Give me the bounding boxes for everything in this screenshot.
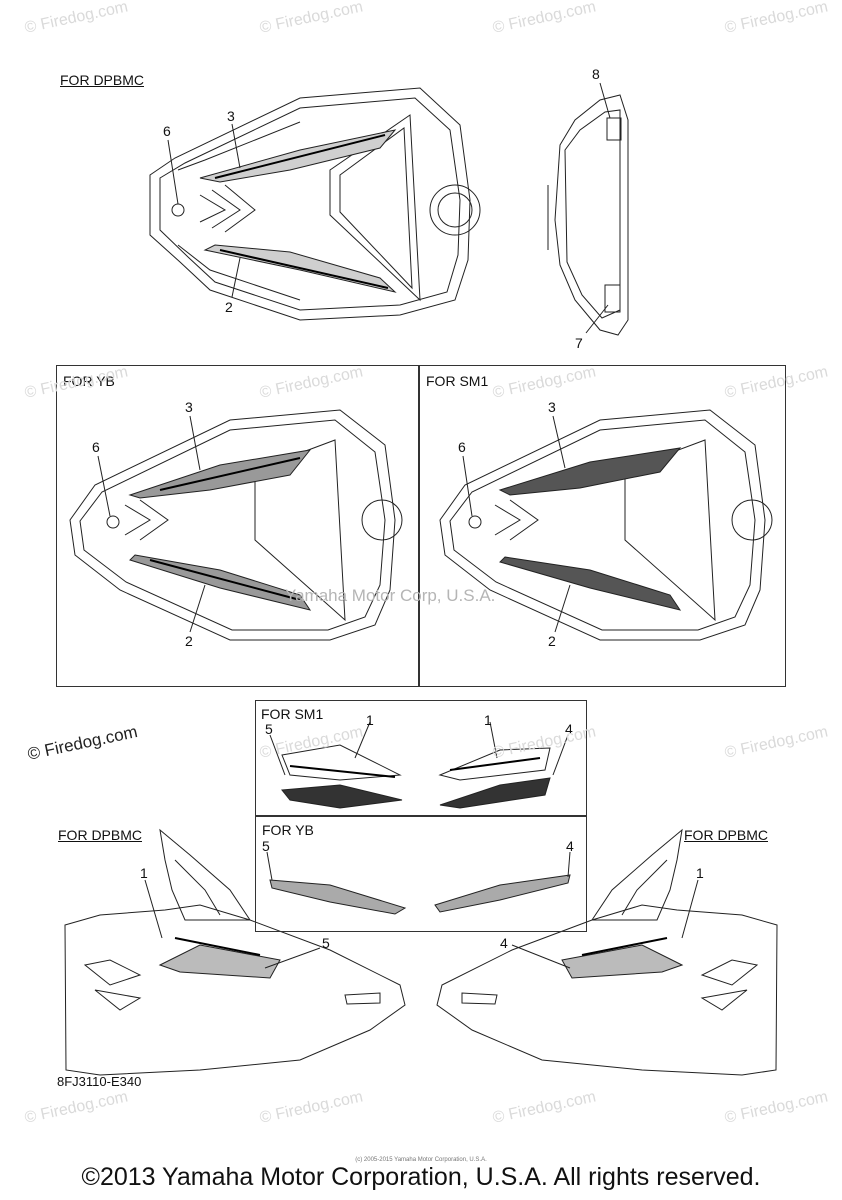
yb-graphic-lower [129,554,312,611]
sm1-graphic-lower [499,556,682,611]
bottom-right-section-label: FOR DPBMC [684,827,768,843]
callout-number: 1 [140,865,148,881]
callout-number: 2 [225,299,233,315]
callout-number: 5 [262,838,270,854]
callout-number: 6 [92,439,100,455]
small-yb-section-label: FOR YB [262,822,314,838]
callout-number: 5 [265,721,273,737]
copyright-notice: ©2013 Yamaha Motor Corporation, U.S.A. A… [81,1163,761,1191]
callout-number: 6 [163,123,171,139]
yb-graphic-upper [128,449,312,499]
callout-number: 4 [565,721,573,737]
callout-number: 1 [484,712,492,728]
side-profile-outline [547,94,629,336]
small-sm1-panel-box [255,700,587,817]
top-hood-outline [149,87,481,321]
callout-number: 1 [366,712,374,728]
callout-number: 7 [575,335,583,351]
sm1-section-label: FOR SM1 [426,373,489,389]
tiny-notice: (c) 2005-2015 Yamaha Motor Corporation, … [355,1157,487,1163]
bottom-left-section-label: FOR DPBMC [58,827,142,843]
callout-number: 4 [500,935,508,951]
callout-number: 3 [227,108,235,124]
small-yb-decals [269,874,571,915]
top-left-section-label: FOR DPBMC [60,72,144,88]
small-yb-panel-box [255,815,587,932]
callout-number: 3 [185,399,193,415]
bottom-left-side-outline [64,828,406,1076]
small-sm1-section-label: FOR SM1 [261,706,324,722]
yb-section-label: FOR YB [63,373,115,389]
label-8 [606,117,622,141]
top-stripe-upper [199,129,397,183]
bottom-right-side-outline [436,828,778,1076]
sm1-hood-outline [439,409,773,641]
callout-number: 2 [185,633,193,649]
top-emblem-6 [171,203,185,217]
yb-hood-outline [69,409,403,641]
sm1-emblem-6 [468,515,482,529]
small-sm1-decals [281,744,551,809]
callout-number: 6 [458,439,466,455]
label-7 [604,284,621,313]
callout-number: 5 [322,935,330,951]
top-stripe-lower [203,244,397,293]
callout-number: 1 [696,865,704,881]
sm1-panel-box [418,365,786,687]
callout-number: 4 [566,838,574,854]
callout-number: 8 [592,66,600,82]
callout-number: 2 [548,633,556,649]
yb-panel-box [56,365,420,687]
part-code: 8FJ3110-E340 [57,1074,142,1089]
callout-number: 3 [548,399,556,415]
yb-emblem-6 [106,515,120,529]
center-watermark: Yamaha Motor Corp, U.S.A. [285,586,496,605]
sm1-graphic-upper [498,447,682,496]
